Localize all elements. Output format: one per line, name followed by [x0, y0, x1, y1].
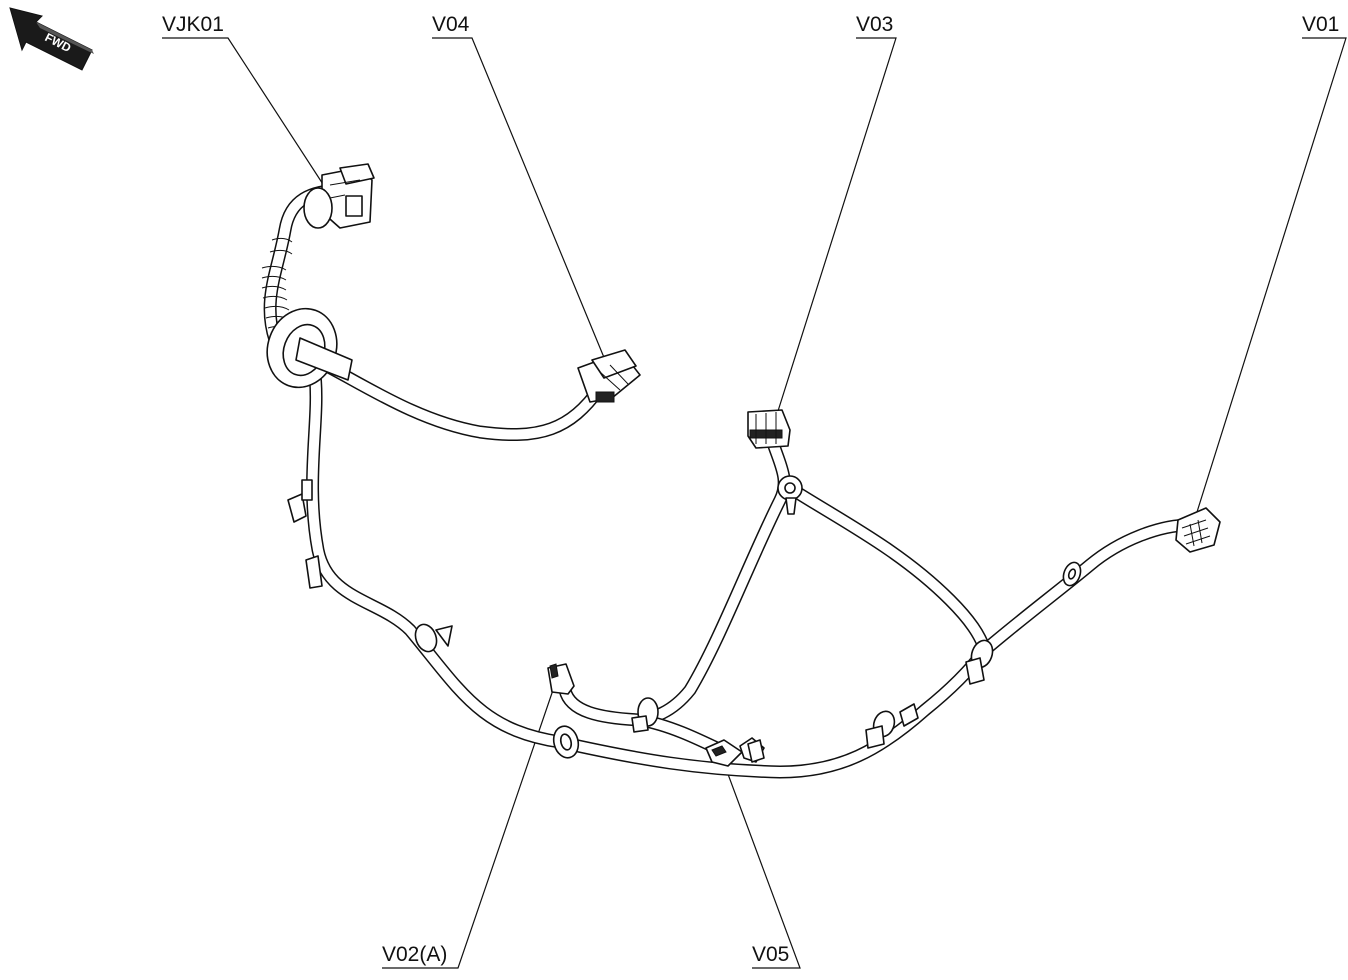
connector-v02a: [547, 663, 575, 695]
connector-vjk01: [303, 163, 375, 229]
callout-label-v01: V01: [1302, 13, 1340, 36]
connector-v04: [577, 349, 641, 403]
forward-arrow-icon: FWD: [9, 7, 94, 71]
connector-v01: [1175, 507, 1221, 553]
leader-v04: [432, 37, 611, 373]
callout-label-v04: V04: [432, 13, 470, 36]
harness-wires: [263, 183, 1197, 779]
leader-vjk01: [162, 37, 331, 196]
callout-label-v05: V05: [752, 943, 790, 966]
harness-clips: [287, 475, 1082, 763]
callout-label-vjk01: VJK01: [162, 13, 224, 36]
callout-label-v03: V03: [856, 13, 894, 36]
leader-v01: [1196, 37, 1347, 513]
connector-v03: [747, 409, 791, 449]
corrugated-sleeve: [261, 237, 293, 331]
leader-v03: [771, 37, 897, 431]
leader-v05: [721, 757, 801, 969]
grommet: [266, 307, 353, 389]
leader-v02a: [382, 689, 554, 969]
leader-lines: [162, 37, 1347, 969]
callout-label-v02a: V02(A): [382, 943, 448, 966]
